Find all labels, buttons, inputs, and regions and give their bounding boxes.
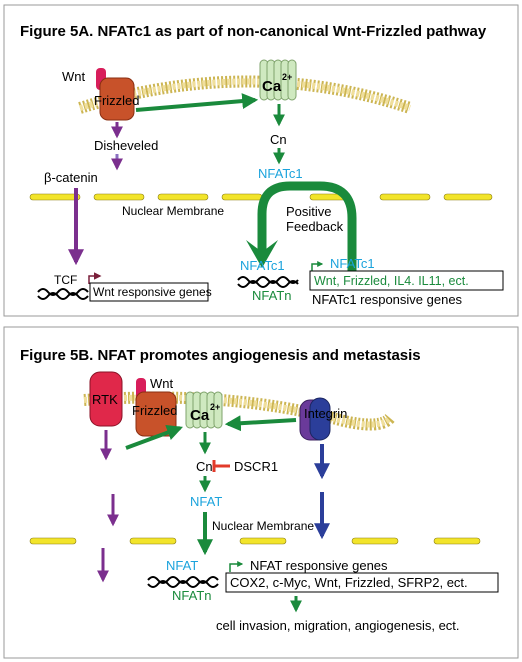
nfatc1-nucleus-label: NFATc1 xyxy=(240,258,285,273)
nfat-responsive-genes-label: NFAT responsive genes xyxy=(250,558,388,573)
panel-b-frame xyxy=(3,326,519,659)
wnt-label-b: Wnt xyxy=(150,376,174,391)
nfatn-label-b: NFATn xyxy=(172,588,212,603)
dna-helix-icon xyxy=(37,292,89,300)
beta-catenin-label: β-catenin xyxy=(44,170,98,185)
nfatc1-cytoplasm-label: NFATc1 xyxy=(258,166,303,181)
nfatn-label-a: NFATn xyxy=(252,288,292,303)
nfat-gene-box-text: COX2, c-Myc, Wnt, Frizzled, SFRP2, ect. xyxy=(230,575,468,590)
dna-helix-icon xyxy=(237,276,299,284)
frizzled-label-b: Frizzled xyxy=(132,403,178,418)
nfat-nucleus-label: NFAT xyxy=(166,558,198,573)
integrin-label: Integrin xyxy=(304,406,347,421)
positive-feedback-label-1: Positive xyxy=(286,204,332,219)
lipid-bilayer-icon xyxy=(83,391,395,431)
calcium-channel-icon xyxy=(185,391,223,429)
gene-box-part-2: IL4. IL11 xyxy=(394,274,442,288)
panel-b: Figure 5B. NFAT promotes angiogenesis an… xyxy=(3,326,519,659)
panel-a: Figure 5A. NFATc1 as part of non-canonic… xyxy=(3,4,519,317)
nfatc1-promoter-arrow xyxy=(311,261,324,272)
ca-label: Ca xyxy=(262,78,282,95)
nfat-promoter-arrow xyxy=(229,561,244,572)
nfatc1-gene-box xyxy=(309,270,504,291)
outcome-label: cell invasion, migration, angiogenesis, … xyxy=(216,618,460,633)
nfat-cytoplasm-label: NFAT xyxy=(190,494,222,509)
nfatc1-responsive-genes-label: NFATc1 responsive genes xyxy=(312,292,463,307)
dna-helix-icon xyxy=(37,288,89,296)
integrin-receptor-icon xyxy=(309,397,331,441)
gene-box-part-3: , ect. xyxy=(442,274,469,288)
frizzled-receptor-icon xyxy=(99,77,135,121)
wnt-responsive-genes-label: Wnt responsive genes xyxy=(93,285,212,299)
tcf-label: TCF xyxy=(54,273,77,287)
positive-feedback-arrowhead xyxy=(246,240,278,268)
nuclear-membrane-icon xyxy=(29,193,493,201)
calcium-channel-icon xyxy=(259,59,297,101)
positive-feedback-label-2: Feedback xyxy=(286,219,344,234)
ca-superscript-b: 2+ xyxy=(210,402,220,412)
dna-helix-icon xyxy=(147,580,219,588)
cn-label: Cn xyxy=(270,132,287,147)
frizzled-to-ca-arrow xyxy=(135,93,259,112)
dna-helix-icon xyxy=(237,280,299,288)
frizzled-label: Frizzled xyxy=(94,93,140,108)
rtk-label: RTK xyxy=(92,392,118,407)
nuclear-membrane-label-a: Nuclear Membrane xyxy=(122,204,224,218)
rtk-to-ca-arrow xyxy=(125,424,184,450)
cn-label-b: Cn xyxy=(196,459,213,474)
gene-box-part-1: Wnt, Frizzled, xyxy=(314,274,394,288)
dna-helix-icon xyxy=(147,576,219,584)
panel-a-title: Figure 5A. NFATc1 as part of non-canonic… xyxy=(20,23,487,40)
wnt-responsive-genes-box xyxy=(89,282,209,302)
ca-label-b: Ca xyxy=(190,407,210,424)
nfatc1-gene-box-text: Wnt, Frizzled, IL4. IL11, ect. xyxy=(314,274,469,288)
nuclear-membrane-label-b: Nuclear Membrane xyxy=(212,519,314,533)
nfatc1-gene-label: NFATc1 xyxy=(330,256,375,271)
panel-b-title: Figure 5B. NFAT promotes angiogenesis an… xyxy=(20,347,421,364)
rtk-receptor-icon xyxy=(89,371,123,427)
wnt-label: Wnt xyxy=(62,69,86,84)
lipid-bilayer-icon xyxy=(83,394,393,428)
nfat-gene-box xyxy=(225,572,499,593)
nuclear-membrane-icon xyxy=(29,537,481,545)
disheveled-label: Disheveled xyxy=(94,138,158,153)
integrin-to-ca-arrow xyxy=(224,415,297,432)
ca-superscript: 2+ xyxy=(282,72,292,82)
dscr1-label: DSCR1 xyxy=(234,459,278,474)
positive-feedback-loop xyxy=(257,181,357,282)
tcf-promoter-arrow xyxy=(88,272,102,284)
